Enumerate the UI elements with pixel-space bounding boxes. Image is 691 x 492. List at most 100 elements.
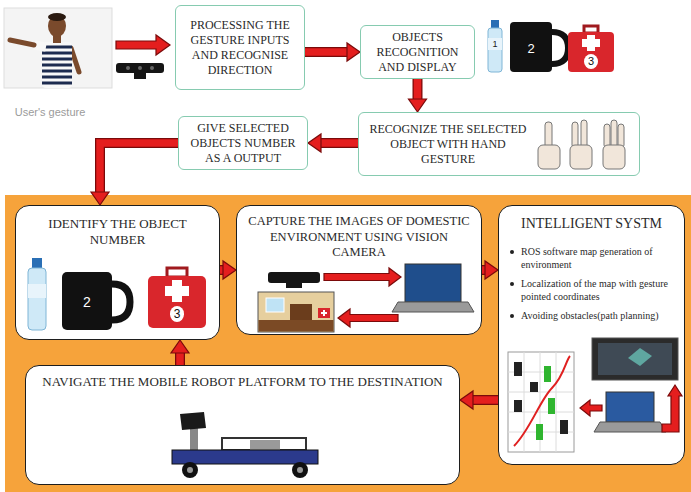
first-aid-cross	[165, 286, 189, 296]
robot-hub	[187, 467, 193, 473]
laptop-base	[594, 422, 666, 432]
arrow-head	[347, 43, 360, 61]
map-target	[544, 366, 551, 382]
block-arrow	[116, 35, 170, 55]
water-bottle	[28, 268, 46, 330]
laptop-screen	[405, 264, 461, 302]
pointing-arm	[10, 40, 34, 45]
kinect-sensor	[116, 63, 164, 73]
arrow-shaft	[320, 139, 358, 147]
arrow-shaft	[305, 48, 348, 56]
water-bottle	[488, 28, 502, 72]
kinect-lens	[150, 66, 154, 70]
bullet-dot	[510, 282, 514, 286]
hand-finger	[572, 122, 578, 148]
arrow-head	[308, 134, 321, 152]
arrow-head	[460, 391, 473, 409]
mug-handle	[552, 32, 568, 64]
hand-finger	[611, 120, 617, 148]
object-number: 2	[524, 41, 537, 56]
arrow-head	[485, 261, 498, 279]
arrow-shaft	[472, 396, 498, 404]
robot-wheel	[182, 462, 198, 478]
bottle-label	[28, 284, 46, 298]
object-number: 1	[489, 39, 500, 50]
robot-hub	[297, 467, 303, 473]
block-arrow	[91, 143, 178, 205]
room-picture	[258, 292, 334, 332]
arrow-shaft	[176, 352, 184, 365]
shirt-stripes	[42, 47, 72, 83]
map-obstacle	[514, 400, 522, 412]
room-window	[266, 298, 284, 312]
map-grid	[508, 352, 574, 452]
user-shirt	[42, 42, 72, 88]
path-map	[508, 352, 574, 452]
hand-finger	[581, 120, 587, 148]
room-floor	[259, 320, 334, 332]
process-box: NAVIGATE THE MOBILE ROBOT PLATFORM TO TH…	[25, 365, 460, 485]
robot-module	[250, 440, 280, 450]
hand-finger	[545, 122, 552, 148]
room-cabinet	[290, 304, 312, 320]
arrow-outline	[320, 138, 358, 148]
arrow-outline	[175, 352, 185, 365]
robot-wheel	[292, 462, 308, 478]
bottle-label	[488, 38, 502, 50]
bottle-cap	[491, 20, 499, 28]
box-label: GIVE SELECTED OBJECTS NUMBER AS A OUTPUT	[183, 121, 303, 166]
arrow-outline	[472, 395, 498, 405]
bullet-dot	[510, 250, 514, 254]
bottle-cap	[32, 258, 42, 268]
user-hair	[48, 13, 66, 21]
bullet-text: Localization of the map with gesture poi…	[505, 277, 678, 303]
map-screen	[592, 338, 678, 380]
robot-chassis	[172, 450, 318, 464]
laptop-screen	[606, 392, 654, 422]
block-arrow	[482, 261, 498, 279]
kinect-sensor	[268, 272, 320, 283]
block-arrow	[460, 391, 498, 409]
hand-palm	[570, 145, 592, 169]
box-label: IDENTIFY THE OBJECT NUMBER	[24, 216, 211, 249]
arrow-head	[91, 192, 109, 205]
arrow-head	[409, 99, 427, 112]
process-box: OBJECTS RECOGNITION AND DISPLAY	[360, 25, 475, 79]
bullet-text: ROS software map generation of environme…	[505, 245, 678, 271]
map-screen-panel	[598, 343, 672, 375]
first-aid-cross	[582, 39, 600, 47]
map-obstacle	[514, 362, 522, 376]
box-label: PROCESSING THE GESTURE INPUTS AND RECOGN…	[182, 18, 298, 78]
kinect-base	[134, 73, 146, 79]
map-target	[536, 424, 543, 440]
box-label: NAVIGATE THE MOBILE ROBOT PLATFORM TO TH…	[36, 374, 449, 390]
process-box: RECOGNIZE THE SELECTED OBJECT WITH HAND …	[358, 112, 640, 176]
hand-palm	[603, 145, 625, 169]
photo-frame	[4, 8, 112, 88]
room-first-aid-cross	[321, 310, 327, 316]
box-label: OBJECTS RECOGNITION AND DISPLAY	[366, 30, 469, 75]
arrow-head	[171, 340, 189, 353]
block-arrow	[220, 261, 236, 279]
map-target	[548, 398, 555, 414]
process-box: PROCESSING THE GESTURE INPUTS AND RECOGN…	[175, 5, 305, 90]
kit-handle	[584, 26, 598, 33]
hand-finger	[604, 124, 610, 148]
arrow-shaft	[100, 143, 178, 193]
robot-display	[180, 412, 206, 430]
first-aid-box	[568, 32, 614, 72]
robot-post	[190, 428, 198, 452]
map-obstacle	[560, 420, 568, 434]
first-aid-box	[148, 276, 206, 328]
block-arrow	[171, 340, 189, 365]
planned-path	[514, 356, 570, 446]
block-arrow	[305, 43, 360, 61]
black-mug	[62, 272, 112, 330]
kinect-base	[286, 283, 302, 288]
box-heading: INTELLIGENT SYSTM	[505, 215, 678, 233]
arrow-outline	[413, 79, 423, 100]
room-first-aid	[318, 308, 330, 318]
hand-palm	[538, 145, 560, 169]
bullet-text: Avoiding obstacles(path planning)	[505, 309, 678, 322]
